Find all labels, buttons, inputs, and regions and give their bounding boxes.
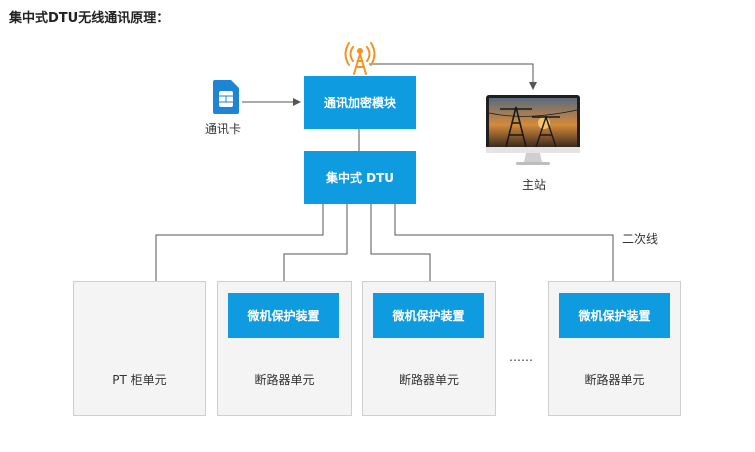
- breaker-unit-1: 微机保护装置 断路器单元: [217, 281, 352, 416]
- dtu-to-breaker2-line: [370, 204, 431, 281]
- antenna-tower-icon: [344, 42, 376, 75]
- dtu-label: 集中式 DTU: [325, 171, 395, 185]
- dtu-to-pt-line: [155, 204, 324, 281]
- encrypt-module-label: 通讯加密模块: [323, 96, 396, 110]
- sim-card-icon: [213, 80, 239, 114]
- protection-device-1: 微机保护装置: [228, 293, 339, 338]
- dtu-to-breaker1-line: [283, 204, 348, 281]
- page-title: 集中式DTU无线通讯原理：: [9, 11, 170, 26]
- secondary-wire-label: 二次线: [622, 232, 659, 246]
- breaker-unit-3: 微机保护装置 断路器单元: [548, 281, 681, 416]
- master-station-label: 主站: [522, 178, 547, 192]
- protection-device-2-label: 微机保护装置: [392, 309, 465, 323]
- pt-cabinet-unit: PT 柜单元: [73, 281, 206, 416]
- encrypt-module-box: 通讯加密模块: [304, 76, 416, 129]
- protection-device-3: 微机保护装置: [559, 293, 670, 338]
- antenna-to-station-arrow: [369, 63, 537, 90]
- breaker-unit-2: 微机保护装置 断路器单元: [362, 281, 496, 416]
- protection-device-3-label: 微机保护装置: [578, 309, 651, 323]
- monitor-icon: [486, 95, 580, 165]
- pt-cabinet-unit-label: PT 柜单元: [112, 373, 167, 387]
- more-units-ellipsis: ……: [509, 350, 533, 364]
- dtu-to-breaker3-line: [394, 204, 614, 281]
- breaker-unit-2-label: 断路器单元: [398, 373, 459, 387]
- protection-device-1-label: 微机保护装置: [247, 309, 320, 323]
- dtu-box: 集中式 DTU: [304, 151, 416, 204]
- breaker-unit-3-label: 断路器单元: [584, 373, 645, 387]
- breaker-unit-1-label: 断路器单元: [254, 373, 315, 387]
- sim-card-label: 通讯卡: [205, 122, 242, 136]
- protection-device-2: 微机保护装置: [373, 293, 484, 338]
